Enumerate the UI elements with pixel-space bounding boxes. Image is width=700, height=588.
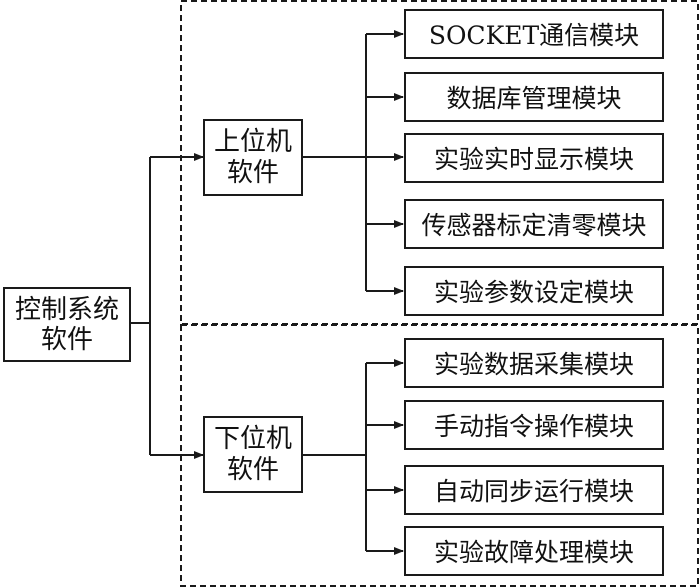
root-node-line1: 控制系统 (14, 294, 119, 325)
upper-module-box: 传感器标定清零模块 (404, 199, 664, 249)
upper-module-label: SOCKET通信模块 (428, 21, 640, 50)
lower-module-label: 实验数据采集模块 (433, 350, 634, 379)
upper-module-label: 实验参数设定模块 (433, 278, 634, 307)
lower-module-label: 自动同步运行模块 (433, 477, 634, 506)
lower-module-box: 手动指令操作模块 (404, 400, 664, 450)
upper-module-label: 数据库管理模块 (446, 84, 622, 113)
lower-module-label: 实验故障处理模块 (433, 538, 634, 567)
upper-module-box: 实验实时显示模块 (404, 133, 664, 183)
upper-module-label: 传感器标定清零模块 (421, 211, 647, 240)
upper-computer-software-node: 上位机 软件 (203, 119, 303, 196)
lower-module-box: 自动同步运行模块 (404, 465, 664, 515)
lower-computer-software-node: 下位机 软件 (203, 416, 303, 493)
lower-module-box: 实验故障处理模块 (404, 526, 664, 576)
upper-module-label: 实验实时显示模块 (433, 145, 634, 174)
upper-node-line2: 软件 (226, 157, 279, 188)
upper-module-box: 数据库管理模块 (404, 72, 664, 122)
lower-node-line2: 软件 (226, 454, 279, 485)
root-node-control-system-software: 控制系统 软件 (3, 287, 131, 362)
root-node-line2: 软件 (40, 324, 93, 355)
upper-module-box: 实验参数设定模块 (404, 266, 664, 316)
lower-node-line1: 下位机 (213, 423, 292, 454)
lower-module-label: 手动指令操作模块 (433, 412, 634, 441)
lower-module-box: 实验数据采集模块 (404, 338, 664, 388)
upper-node-line1: 上位机 (213, 126, 292, 157)
upper-module-box: SOCKET通信模块 (404, 9, 664, 59)
